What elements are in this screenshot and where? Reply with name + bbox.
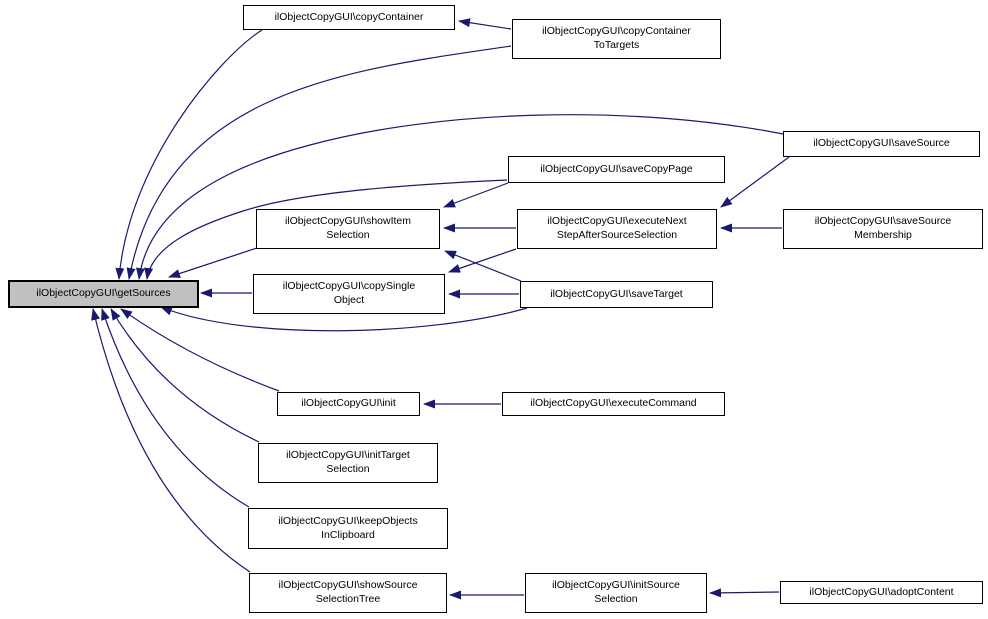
node-keepObjectsInClipboard-label-2: InClipboard	[321, 528, 375, 541]
edge-copyContainer-getSources	[115, 29, 263, 280]
node-copyContainer[interactable]: ilObjectCopyGUI\copyContainer	[243, 5, 455, 30]
edge-showItemSelection-getSources	[168, 247, 258, 278]
edge-saveCopyPage-showItemSelection	[443, 182, 509, 208]
edge-saveSource-getSources	[136, 114, 784, 280]
node-executeCommand-label: ilObjectCopyGUI\executeCommand	[530, 397, 697, 410]
node-saveTarget-label: ilObjectCopyGUI\saveTarget	[550, 287, 683, 300]
node-initTargetSelection-label-2: Selection	[326, 463, 370, 475]
edge-showSourceSelectionTree-getSources	[91, 308, 251, 573]
node-executeNextStepAfterSourceSelection-label-2: StepAfterSourceSelection	[556, 229, 678, 241]
node-initSourceSelection-label-1: ilObjectCopyGUI\initSource	[552, 579, 680, 592]
node-getSources[interactable]: ilObjectCopyGUI\getSources	[8, 280, 199, 308]
node-showItemSelection-label-2: Selection	[326, 229, 370, 241]
node-getSources-label: ilObjectCopyGUI\getSources	[36, 287, 171, 300]
node-init-label: ilObjectCopyGUI\init	[301, 397, 396, 410]
node-copyContainerToTargets[interactable]: ilObjectCopyGUI\copyContainer ToTargets	[512, 19, 721, 59]
edge-saveTarget-getSources	[160, 306, 528, 332]
edge-executeNextStepAfterSourceSelection-copySingleObject	[448, 248, 517, 273]
node-copyContainer-label: ilObjectCopyGUI\copyContainer	[274, 10, 424, 23]
node-copyContainerToTargets-label-1: ilObjectCopyGUI\copyContainer	[542, 25, 691, 38]
node-initTargetSelection-label-1: ilObjectCopyGUI\initTarget	[286, 449, 410, 462]
node-keepObjectsInClipboard[interactable]: ilObjectCopyGUI\keepObjects InClipboard	[248, 508, 448, 549]
node-executeCommand[interactable]: ilObjectCopyGUI\executeCommand	[502, 392, 725, 416]
node-adoptContent-label: ilObjectCopyGUI\adoptContent	[809, 585, 954, 598]
node-initSourceSelection-label-2: Selection	[594, 593, 638, 605]
node-saveCopyPage-label: ilObjectCopyGUI\saveCopyPage	[540, 162, 693, 175]
node-saveSource-label: ilObjectCopyGUI\saveSource	[813, 137, 950, 150]
node-copySingleObject-label-1: ilObjectCopyGUI\copySingle	[282, 280, 416, 293]
edge-initTargetSelection-getSources	[110, 308, 260, 443]
edge-copyContainerToTargets-getSources	[126, 45, 512, 280]
node-initTargetSelection[interactable]: ilObjectCopyGUI\initTarget Selection	[258, 443, 438, 483]
edge-saveSource-executeNextStepAfterSourceSelection	[720, 156, 790, 208]
node-copyContainerToTargets-label-2: ToTargets	[593, 39, 640, 51]
node-executeNextStepAfterSourceSelection-label-1: ilObjectCopyGUI\executeNext	[547, 215, 687, 228]
node-keepObjectsInClipboard-label-1: ilObjectCopyGUI\keepObjects	[278, 514, 418, 527]
node-saveSourceMembership-label-1: ilObjectCopyGUI\saveSource	[814, 215, 952, 228]
edge-copyContainerToTargets-copyContainer	[458, 18, 512, 30]
edge-saveCopyPage-getSources	[144, 179, 508, 280]
node-showItemSelection-label-1: ilObjectCopyGUI\showItem	[284, 215, 412, 228]
node-adoptContent[interactable]: ilObjectCopyGUI\adoptContent	[780, 581, 983, 604]
edge-adoptContent-initSourceSelection	[709, 588, 780, 598]
edge-init-getSources	[120, 308, 280, 392]
node-saveTarget[interactable]: ilObjectCopyGUI\saveTarget	[520, 281, 713, 308]
node-showSourceSelectionTree[interactable]: ilObjectCopyGUI\showSource SelectionTree	[249, 573, 447, 613]
node-initSourceSelection[interactable]: ilObjectCopyGUI\initSource Selection	[525, 573, 707, 613]
node-init[interactable]: ilObjectCopyGUI\init	[277, 392, 420, 416]
node-showSourceSelectionTree-label-2: SelectionTree	[315, 593, 381, 605]
node-copySingleObject-label-2: Object	[333, 294, 365, 306]
edge-keepObjectsInClipboard-getSources	[101, 308, 250, 508]
node-saveSource[interactable]: ilObjectCopyGUI\saveSource	[783, 131, 980, 157]
node-saveCopyPage[interactable]: ilObjectCopyGUI\saveCopyPage	[508, 156, 725, 183]
edge-saveTarget-showItemSelection	[444, 250, 522, 282]
node-saveSourceMembership[interactable]: ilObjectCopyGUI\saveSource Membership	[783, 209, 983, 249]
node-executeNextStepAfterSourceSelection[interactable]: ilObjectCopyGUI\executeNext StepAfterSou…	[517, 209, 717, 249]
node-copySingleObject[interactable]: ilObjectCopyGUI\copySingle Object	[253, 274, 445, 314]
node-showSourceSelectionTree-label-1: ilObjectCopyGUI\showSource	[278, 579, 418, 592]
node-saveSourceMembership-label-2: Membership	[854, 229, 912, 241]
node-showItemSelection[interactable]: ilObjectCopyGUI\showItem Selection	[256, 209, 440, 249]
